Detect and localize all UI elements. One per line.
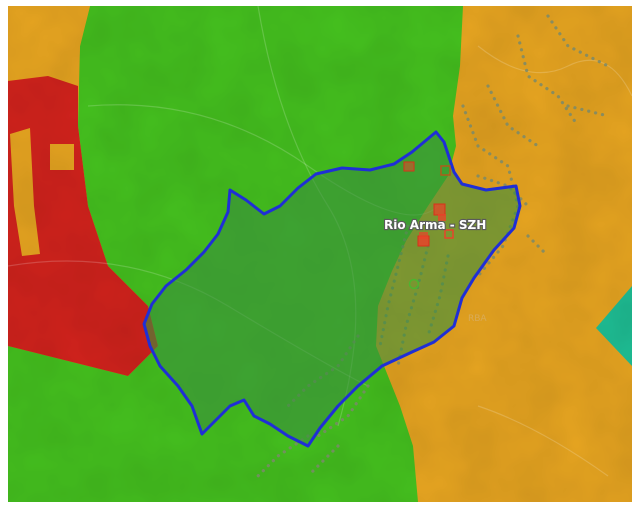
project-boundary[interactable] — [142, 130, 522, 448]
faint-area-label: RBA — [468, 314, 487, 324]
map-canvas[interactable]: Rio Arma - SZH RBA — [8, 6, 632, 502]
square-marker-icon[interactable] — [444, 229, 454, 239]
square-marker-icon[interactable] — [433, 203, 446, 216]
square-marker-icon[interactable] — [438, 214, 446, 221]
square-marker-icon[interactable] — [440, 165, 451, 176]
place-name-label: Rio Arma - SZH — [384, 218, 486, 232]
site-markers — [403, 161, 454, 290]
square-marker-icon[interactable] — [403, 161, 415, 172]
circle-marker-icon[interactable] — [408, 278, 420, 290]
square-marker-icon[interactable] — [419, 232, 428, 239]
